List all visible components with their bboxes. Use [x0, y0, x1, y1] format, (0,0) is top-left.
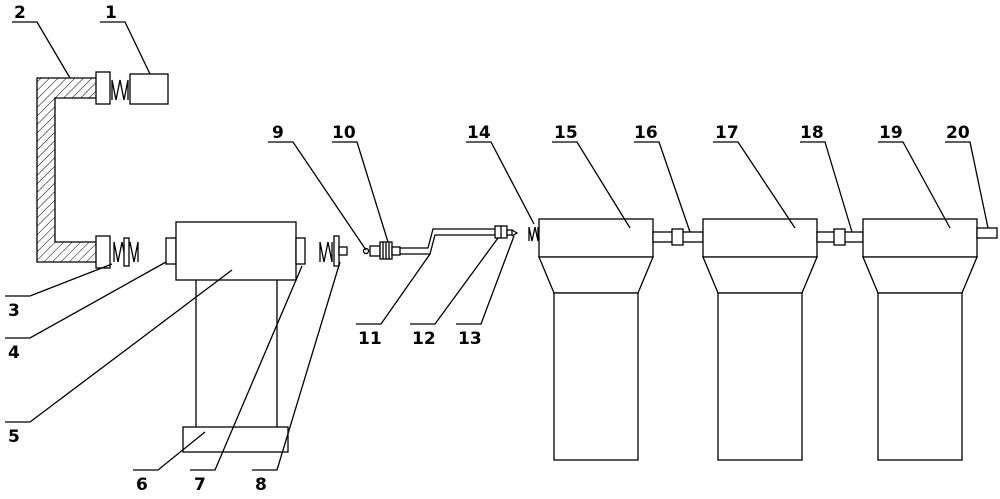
- label-10: 10: [332, 123, 356, 143]
- label-16: 16: [634, 123, 658, 143]
- upper-nut: [95, 71, 111, 105]
- tank-1-body: [553, 292, 639, 461]
- tank-3-body: [877, 292, 963, 461]
- spring-washer: [333, 235, 340, 267]
- tank-3-top: [862, 218, 978, 258]
- base: [182, 426, 289, 453]
- label-20: 20: [946, 123, 970, 143]
- spring-collar: [123, 237, 130, 267]
- label-2: 2: [14, 3, 26, 23]
- block-1: [129, 73, 169, 105]
- upper-spring: [111, 79, 129, 101]
- tank-1-taper: [538, 256, 654, 294]
- tank-2-body: [717, 292, 803, 461]
- c-bracket: [36, 77, 101, 263]
- collar-18: [833, 228, 846, 246]
- connector-neck: [391, 246, 401, 256]
- nozzle-cap: [369, 245, 381, 257]
- right-stub: [295, 237, 306, 265]
- tube: [400, 228, 495, 255]
- tank-2-taper: [702, 256, 818, 294]
- label-3: 3: [8, 301, 20, 321]
- label-6: 6: [136, 475, 148, 495]
- label-5: 5: [8, 427, 20, 447]
- leader-lines: [5, 21, 989, 471]
- tank-spring: [528, 226, 539, 242]
- label-1: 1: [105, 3, 117, 23]
- label-13: 13: [458, 329, 482, 349]
- tank-1-top: [538, 218, 654, 258]
- tank-2-top: [702, 218, 818, 258]
- coupling-pin: [506, 229, 513, 236]
- label-11: 11: [358, 329, 382, 349]
- label-9: 9: [272, 123, 284, 143]
- label-14: 14: [467, 123, 491, 143]
- label-4: 4: [8, 343, 20, 363]
- left-stub: [165, 237, 177, 265]
- collar-16: [671, 228, 684, 246]
- connector-thread: [382, 242, 390, 259]
- label-8: 8: [255, 475, 267, 495]
- label-15: 15: [554, 123, 578, 143]
- right-spring: [319, 241, 333, 263]
- label-18: 18: [800, 123, 824, 143]
- label-17: 17: [715, 123, 739, 143]
- label-7: 7: [194, 475, 206, 495]
- label-19: 19: [879, 123, 903, 143]
- spring-pin: [338, 246, 348, 256]
- label-12: 12: [412, 329, 436, 349]
- coupling-tip: [511, 229, 519, 237]
- lower-nut: [95, 235, 111, 269]
- outlet-shaft: [976, 227, 998, 239]
- nozzle-tip: [362, 247, 370, 255]
- drum: [175, 221, 297, 281]
- tank-3-taper: [862, 256, 978, 294]
